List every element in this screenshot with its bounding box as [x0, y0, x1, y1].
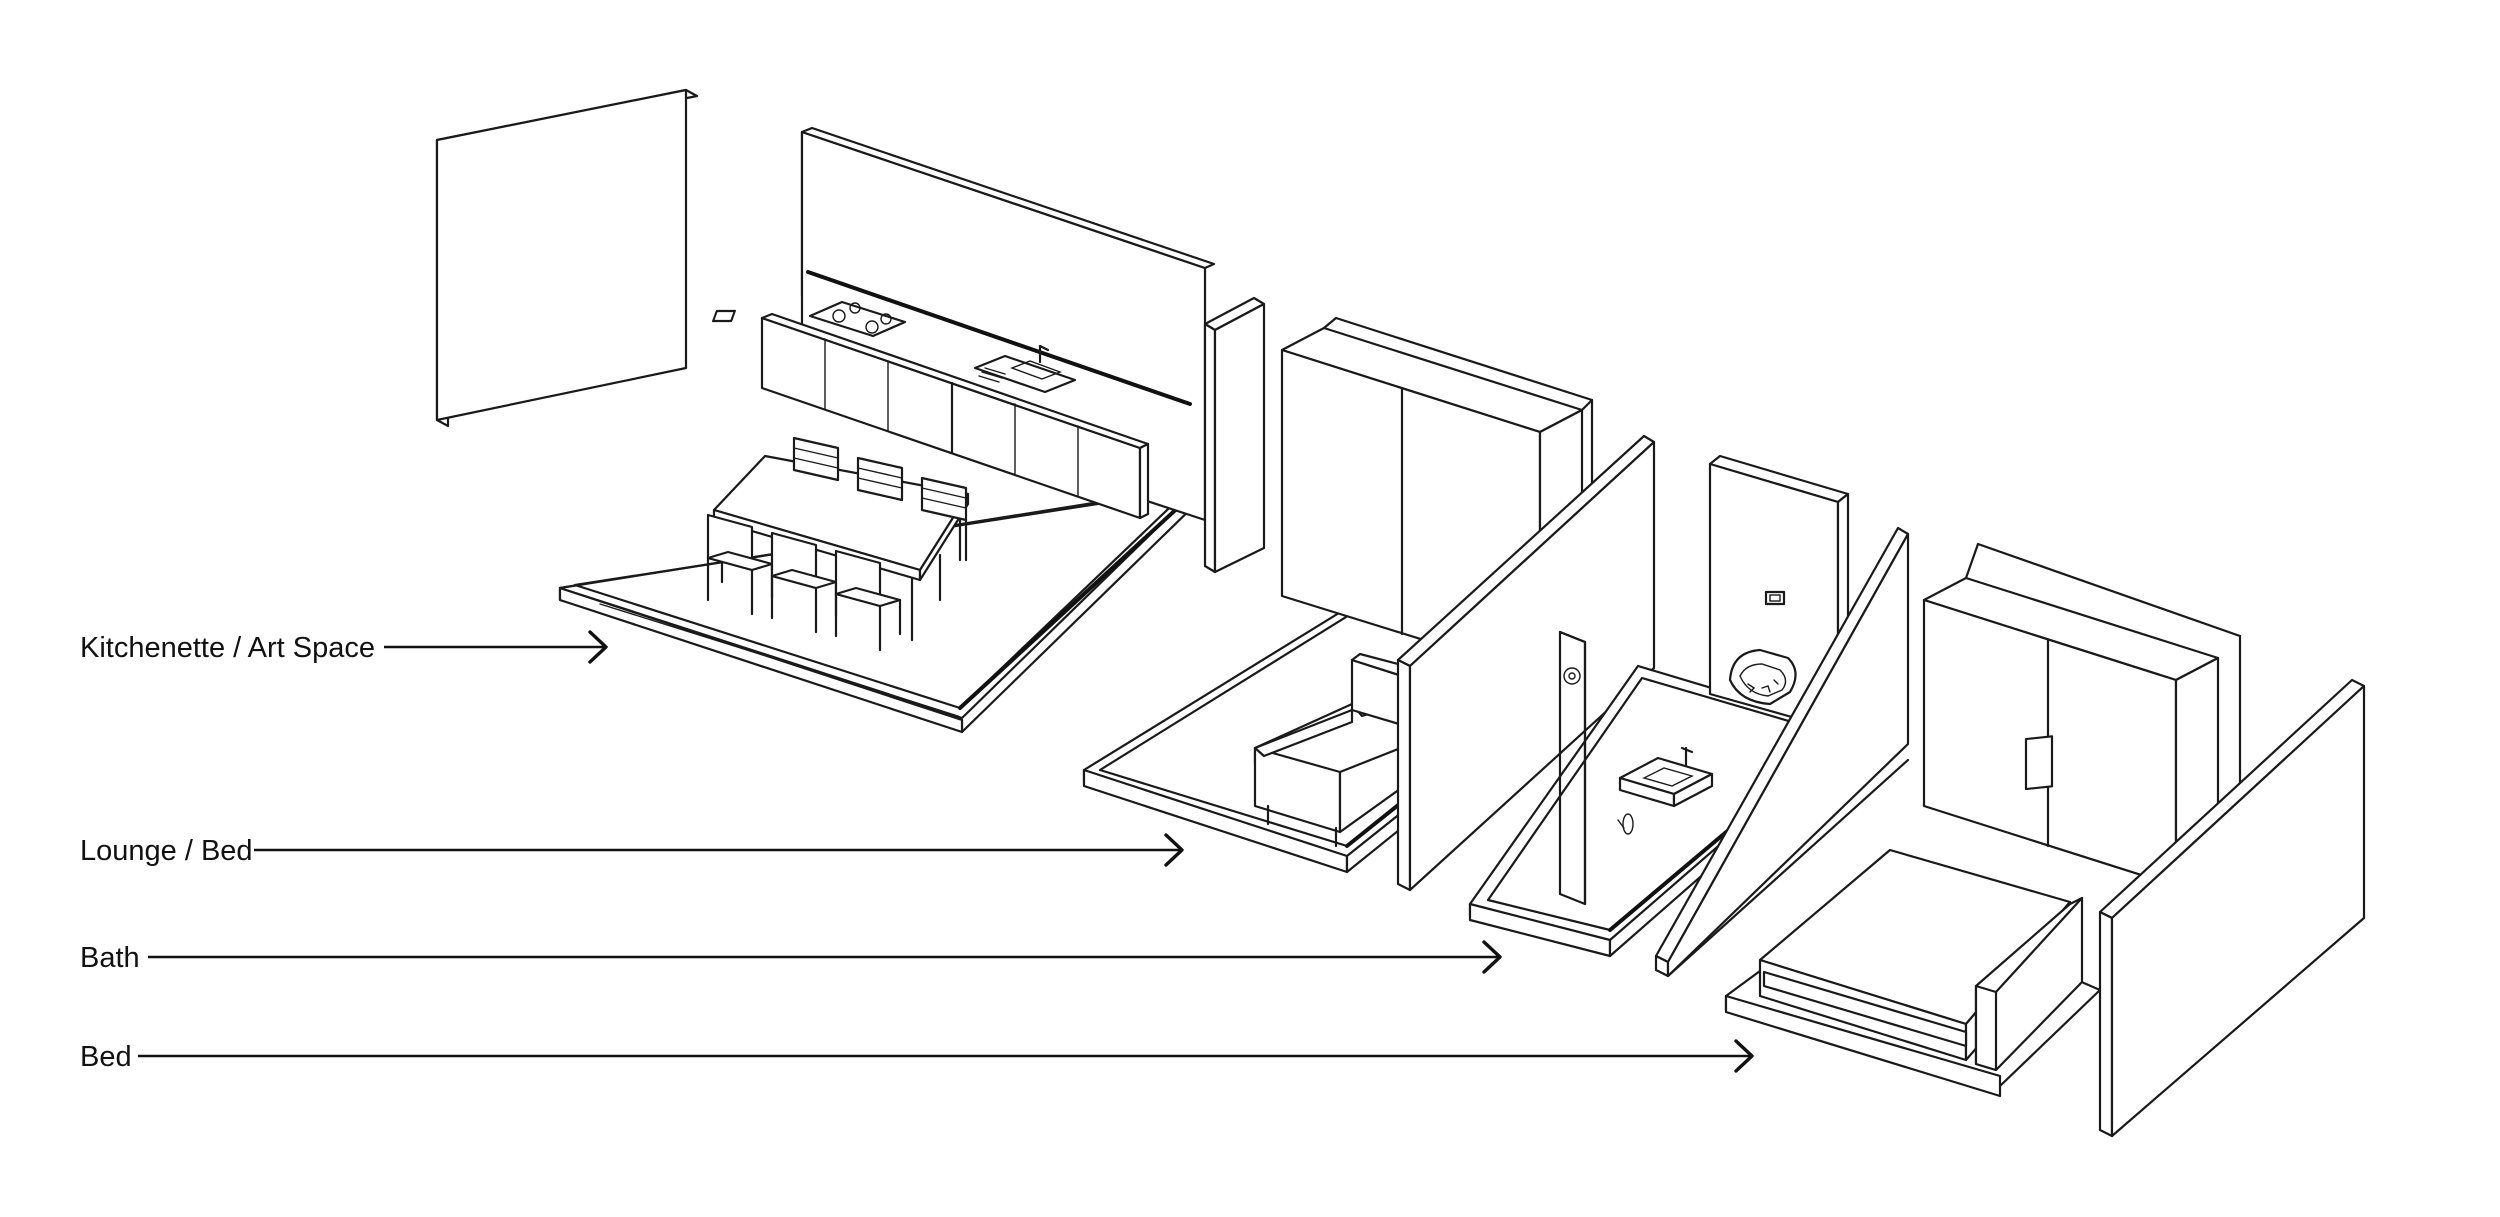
arrow-head-icon	[1734, 1039, 1754, 1073]
cooktop-icon	[711, 300, 907, 338]
label-text: Lounge / Bed	[80, 835, 253, 867]
bed-end-wall	[2098, 678, 2366, 1138]
kitchen-lounge-divider	[1203, 296, 1266, 574]
label-text: Bath	[80, 942, 140, 974]
arrow-head-icon	[1482, 940, 1502, 974]
label-lounge: Lounge / Bed	[80, 833, 1184, 867]
module-bath	[1468, 454, 1910, 978]
bath-toilet	[1728, 648, 1797, 706]
label-kitchenette: Kitchenette / Art Space	[80, 630, 608, 664]
shower-glass-panel	[1558, 630, 1634, 906]
chair	[770, 531, 838, 634]
arrow-head-icon	[1164, 833, 1184, 867]
bath-bed-partition	[1654, 526, 1910, 978]
bath-basin	[1618, 746, 1714, 808]
chair	[856, 456, 904, 502]
chair	[706, 513, 774, 616]
module-bed	[1724, 542, 2366, 1138]
label-bath: Bath	[80, 940, 1502, 974]
kitchen-back-wall	[800, 126, 1216, 522]
kitchen-left-wall	[435, 88, 699, 428]
module-kitchenette	[435, 88, 1266, 734]
sink-icon	[973, 344, 1077, 394]
lounge-partition	[1396, 434, 1656, 892]
chair	[792, 436, 840, 482]
arrow-head-icon	[588, 630, 608, 664]
bed-frame	[1758, 735, 2084, 1072]
label-text: Bed	[80, 1041, 132, 1073]
label-bed: Bed	[80, 1039, 1754, 1073]
kitchen-counter	[760, 312, 1150, 520]
module-lounge	[1082, 316, 1656, 892]
chair	[834, 549, 902, 652]
chair	[920, 476, 968, 602]
label-text: Kitchenette / Art Space	[80, 632, 375, 664]
